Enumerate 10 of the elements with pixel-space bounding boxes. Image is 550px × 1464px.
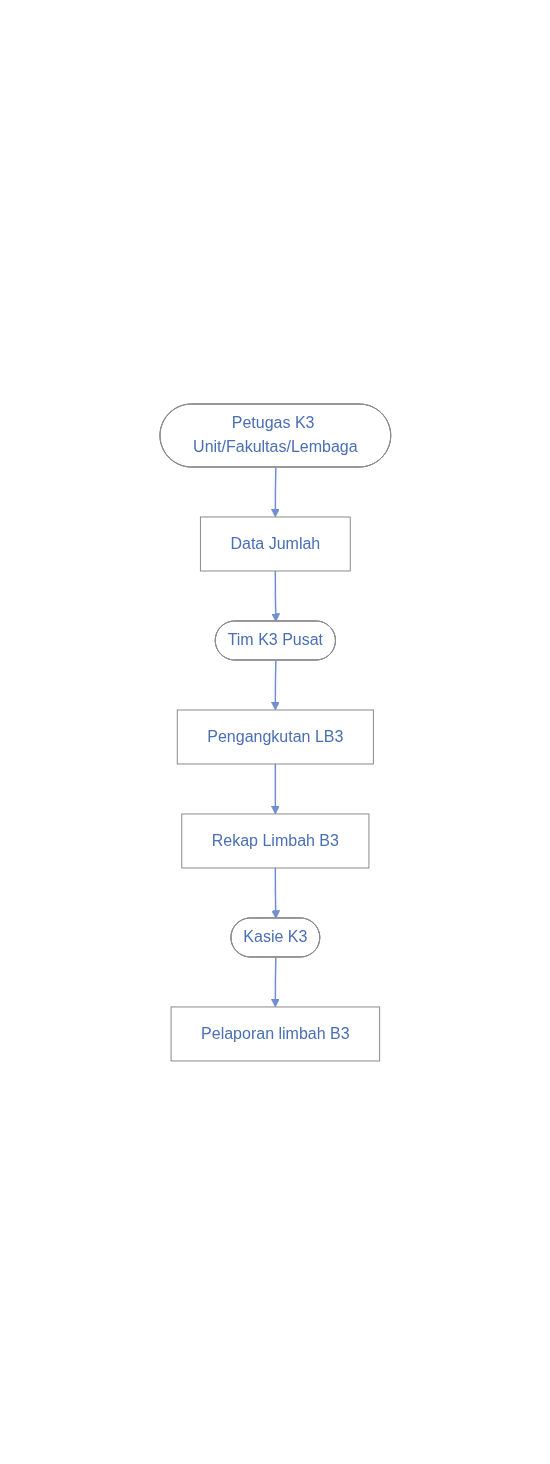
node-box: Data Jumlah: [199, 516, 351, 571]
arrow: [270, 569, 280, 622]
arrow: [270, 866, 280, 919]
node-box: Pengangkutan LB3: [176, 709, 374, 764]
arrow: [270, 659, 280, 710]
arrow: [270, 762, 280, 814]
node-box: Rekap Limbah B3: [180, 813, 370, 868]
node-box: Pelaporan limbah B3: [170, 1005, 380, 1061]
arrow: [270, 466, 280, 517]
arrow: [270, 956, 280, 1007]
